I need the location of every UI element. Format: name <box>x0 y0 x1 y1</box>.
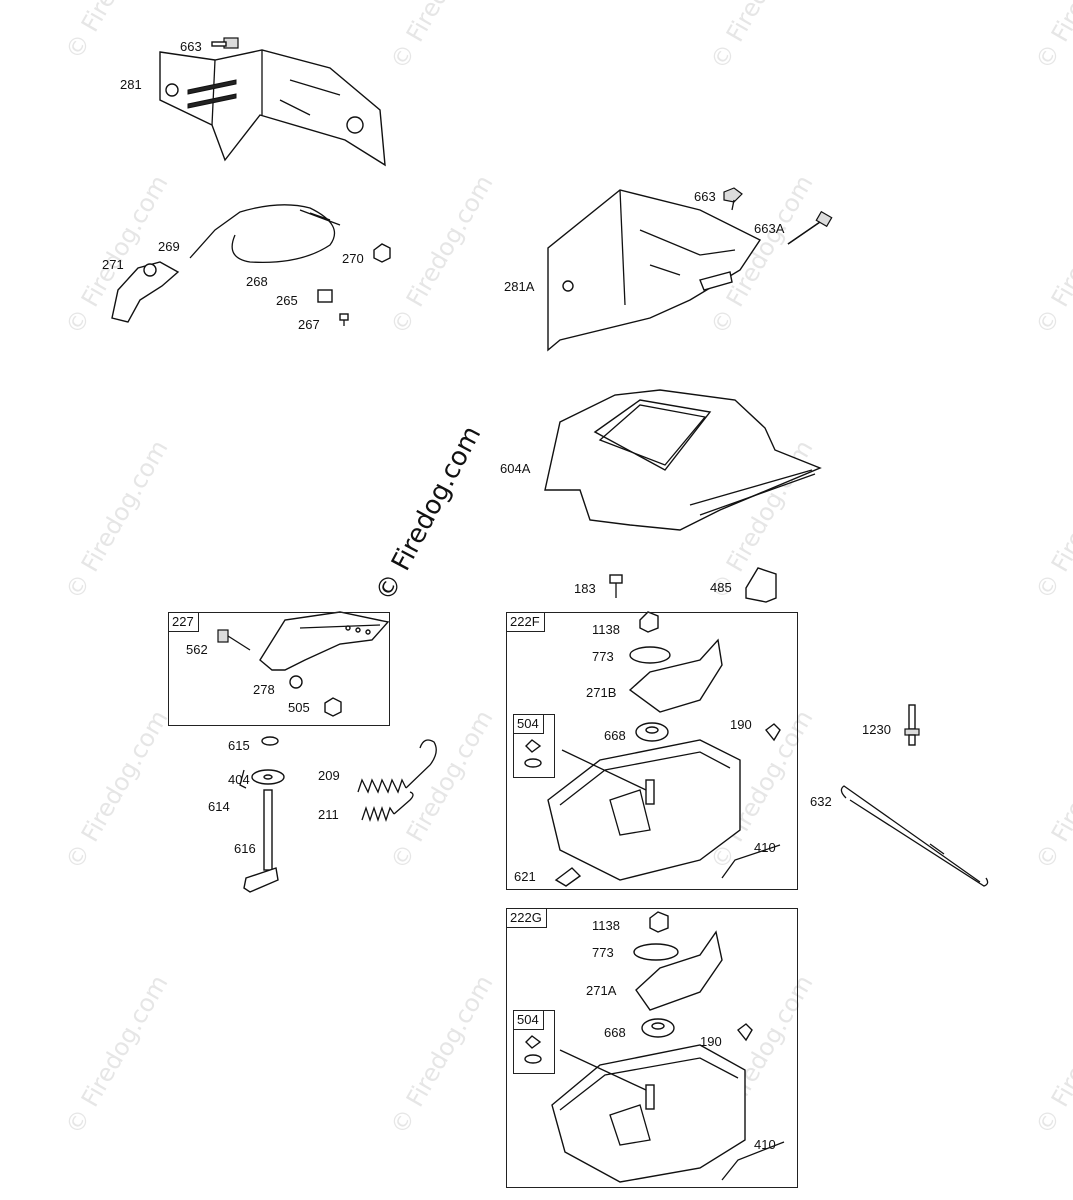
part-label-621: 621 <box>514 869 536 884</box>
lever-271 <box>111 261 180 323</box>
rod-632 <box>840 785 989 887</box>
part-label-663a: 663A <box>754 221 785 236</box>
washer-404 <box>251 769 285 785</box>
bolt-663-top <box>211 37 239 49</box>
part-label-1138-g: 1138 <box>592 918 620 933</box>
part-label-211: 211 <box>318 807 339 822</box>
part-label-1230: 1230 <box>862 722 891 737</box>
part-label-270: 270 <box>342 251 364 266</box>
part-label-562: 562 <box>186 642 208 657</box>
cable-268 <box>189 204 341 264</box>
part-label-1138-f: 1138 <box>592 622 620 637</box>
box-tag-227: 227 <box>169 613 199 632</box>
nut-270 <box>373 243 391 263</box>
part-label-604a: 604A <box>500 461 531 476</box>
part-label-265: 265 <box>276 293 298 308</box>
part-label-615: 615 <box>228 738 250 753</box>
part-label-271b: 271B <box>586 685 617 700</box>
part-label-668-g: 668 <box>604 1025 626 1040</box>
box-tag-504-f: 504 <box>514 715 544 734</box>
part-label-773-g: 773 <box>592 945 614 960</box>
pin-614 <box>239 769 247 789</box>
bolt-663-right <box>723 187 743 211</box>
assembly-box-504-f <box>513 714 555 778</box>
part-label-410-f: 410 <box>754 840 776 855</box>
assembly-box-222g <box>506 908 798 1188</box>
part-label-404: 404 <box>228 772 250 787</box>
clip-485 <box>745 567 777 603</box>
cover-604a <box>544 389 822 531</box>
part-label-268: 268 <box>246 274 268 289</box>
assy-222f-parts <box>547 611 781 887</box>
assy-222g-parts <box>551 911 785 1183</box>
part-label-485: 485 <box>710 580 732 595</box>
part-label-271a: 271A <box>586 983 617 998</box>
part-label-209: 209 <box>318 768 340 783</box>
part-label-663: 663 <box>180 39 202 54</box>
part-label-281: 281 <box>120 77 142 92</box>
box-tag-504-g: 504 <box>514 1011 544 1030</box>
spring-211 <box>361 791 414 823</box>
part-label-271: 271 <box>102 257 124 272</box>
part-label-281a: 281A <box>504 279 535 294</box>
assembly-box-227 <box>168 612 390 726</box>
part-label-505: 505 <box>288 700 310 715</box>
part-label-183: 183 <box>574 581 596 596</box>
part-label-614: 614 <box>208 799 230 814</box>
box-tag-222f: 222F <box>507 613 545 632</box>
part-label-773-f: 773 <box>592 649 614 664</box>
spring-209 <box>357 739 437 794</box>
shroud-281a <box>547 189 762 352</box>
part-label-668-f: 668 <box>604 728 626 743</box>
screw-183 <box>609 574 623 598</box>
lever-assy-227 <box>217 611 390 717</box>
part-label-190-f: 190 <box>730 717 752 732</box>
washer-615 <box>261 736 279 746</box>
part-label-267: 267 <box>298 317 320 332</box>
part-label-278: 278 <box>253 682 275 697</box>
shaft-616 <box>243 789 279 893</box>
bolt-663a <box>787 210 833 245</box>
bracket-281 <box>159 49 386 167</box>
box-tag-222g: 222G <box>507 909 547 928</box>
part-label-269: 269 <box>158 239 180 254</box>
part-label-190-g: 190 <box>700 1034 722 1049</box>
part-label-410-g: 410 <box>754 1137 776 1152</box>
clip-265 <box>317 289 333 303</box>
screw-267 <box>339 313 349 326</box>
part-label-663-right: 663 <box>694 189 716 204</box>
stud-1230 <box>904 704 920 746</box>
part-label-616: 616 <box>234 841 256 856</box>
part-label-632: 632 <box>810 794 832 809</box>
assembly-box-222f <box>506 612 798 890</box>
assembly-box-504-g <box>513 1010 555 1074</box>
